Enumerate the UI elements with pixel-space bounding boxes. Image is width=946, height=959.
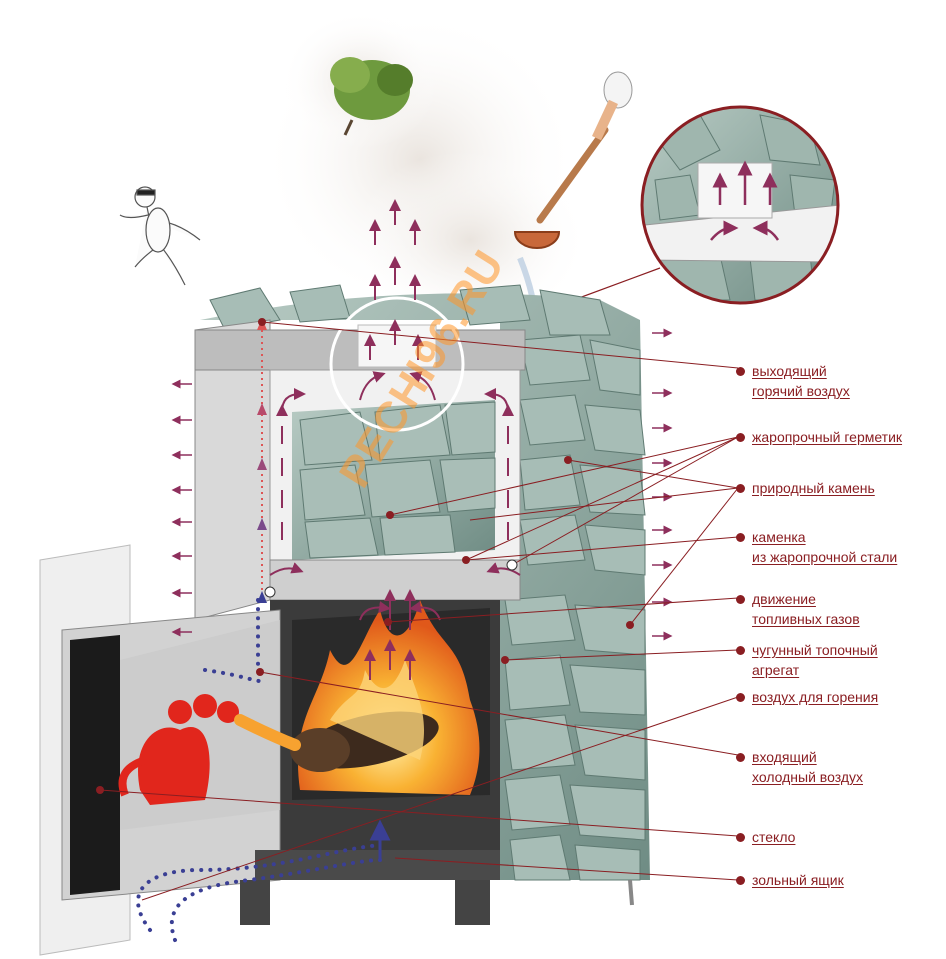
ladle-icon xyxy=(513,71,633,297)
label-cast-iron-firebox-line-1: чугунный топочный xyxy=(752,642,878,658)
label-steel-stone-box-line-2: из жаропрочной стали xyxy=(752,549,898,565)
label-dot-sealant xyxy=(736,433,745,442)
cold-air-flow xyxy=(136,598,382,942)
label-fuel-gas-flow-line-1: движение xyxy=(752,591,816,607)
label-fuel-gas-flow-line-2: топливных газов xyxy=(752,611,860,627)
birch-broom-icon xyxy=(330,57,413,136)
label-dot-cold-air-in xyxy=(736,753,745,762)
label-dot-combustion-air xyxy=(736,693,745,702)
focus-circle xyxy=(329,296,465,432)
hot-air-arrows xyxy=(269,199,521,680)
label-dot-glass xyxy=(736,833,745,842)
label-glass-line-1: стекло xyxy=(752,829,796,845)
label-dot-natural-stone xyxy=(736,484,745,493)
steam-cloud xyxy=(260,10,590,330)
label-combustion-air-line-1: воздух для горения xyxy=(752,689,879,705)
label-dot-ash-box xyxy=(736,876,745,885)
label-dot-hot-air-out xyxy=(736,367,745,376)
magnifier-inset-icon xyxy=(559,105,840,306)
label-cold-air-in-line-2: холодный воздух xyxy=(752,769,863,785)
label-hot-air-out-line-2: горячий воздух xyxy=(752,383,850,399)
label-steel-stone-box-line-1: каменка xyxy=(752,529,806,545)
running-man-icon xyxy=(119,186,201,286)
label-cast-iron-firebox-line-2: агрегат xyxy=(752,662,800,678)
label-dot-steel-stone-box xyxy=(736,533,745,542)
ash-box xyxy=(255,850,500,880)
label-natural-stone-line-1: природный камень xyxy=(752,480,875,496)
label-sealant-line-1: жаропрочный герметик xyxy=(752,429,903,445)
fire-icon xyxy=(290,600,480,795)
stone-mesh xyxy=(200,284,650,881)
leader-lines xyxy=(99,321,739,901)
dragon-icon xyxy=(118,694,301,805)
label-cold-air-in-line-1: входящий xyxy=(752,749,817,765)
label-dot-cast-iron-firebox xyxy=(736,646,745,655)
label-dot-fuel-gas-flow xyxy=(736,595,745,604)
label-hot-air-out-line-1: выходящий xyxy=(752,363,827,379)
label-ash-box-line-1: зольный ящик xyxy=(752,872,844,888)
